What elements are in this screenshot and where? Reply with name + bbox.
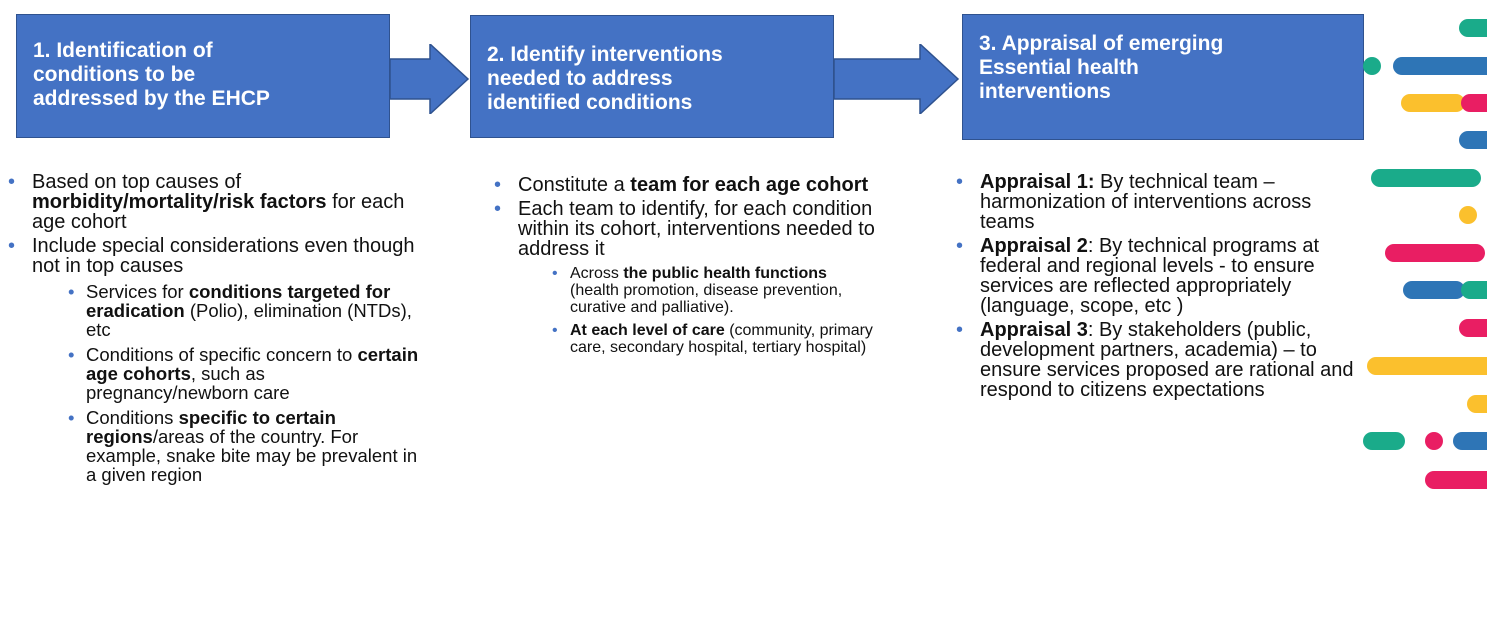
- col2-sub-public-health: Across the public health functions (heal…: [540, 265, 876, 316]
- col3-appraisal-2: Appraisal 2: By technical programs at fe…: [948, 236, 1358, 316]
- arrow-2-to-3: [834, 44, 960, 114]
- col1-sub-eradication: Services for conditions targeted for era…: [56, 282, 420, 339]
- decorative-stripes: [1363, 19, 1487, 489]
- step-2-box: 2. Identify interventions needed to addr…: [470, 15, 834, 138]
- step-3-title-line3: interventions: [979, 80, 1111, 103]
- step-1-title-line2: conditions to be: [33, 63, 196, 86]
- step-2-title-line3: identified conditions: [487, 91, 693, 114]
- col3-appraisal-3: Appraisal 3: By stakeholders (public, de…: [948, 320, 1358, 400]
- col2-bullet-team: Constitute a team for each age cohort: [486, 175, 876, 195]
- col1-sub-age-cohorts: Conditions of specific concern to certai…: [56, 345, 420, 402]
- step-3-box: 3. Appraisal of emerging Essential healt…: [962, 14, 1364, 140]
- col1-bullet-special: Include special considerations even thou…: [0, 236, 420, 484]
- step-1-title-line1: 1. Identification of: [33, 39, 213, 62]
- column-2-bullets: Constitute a team for each age cohort Ea…: [486, 175, 876, 362]
- step-1-title-line3: addressed by the EHCP: [33, 87, 270, 110]
- col3-appraisal-1: Appraisal 1: By technical team – harmoni…: [948, 172, 1358, 232]
- step-1-box: 1. Identification of conditions to be ad…: [16, 14, 390, 138]
- step-2-title-line2: needed to address: [487, 67, 673, 90]
- step-2-title-line1: 2. Identify interventions: [487, 43, 723, 66]
- col1-bullet-causes: Based on top causes of morbidity/mortali…: [0, 172, 420, 232]
- col2-bullet-identify: Each team to identify, for each conditio…: [486, 199, 876, 356]
- step-3-title-line1: 3. Appraisal of emerging: [979, 32, 1224, 55]
- column-3-bullets: Appraisal 1: By technical team – harmoni…: [948, 172, 1358, 404]
- step-3-title-line2: Essential health: [979, 56, 1139, 79]
- col2-sub-level-of-care: At each level of care (community, primar…: [540, 322, 876, 356]
- arrow-1-to-2: [390, 44, 470, 114]
- col1-sub-regions: Conditions specific to certain regions/a…: [56, 408, 420, 484]
- column-1-bullets: Based on top causes of morbidity/mortali…: [0, 172, 420, 490]
